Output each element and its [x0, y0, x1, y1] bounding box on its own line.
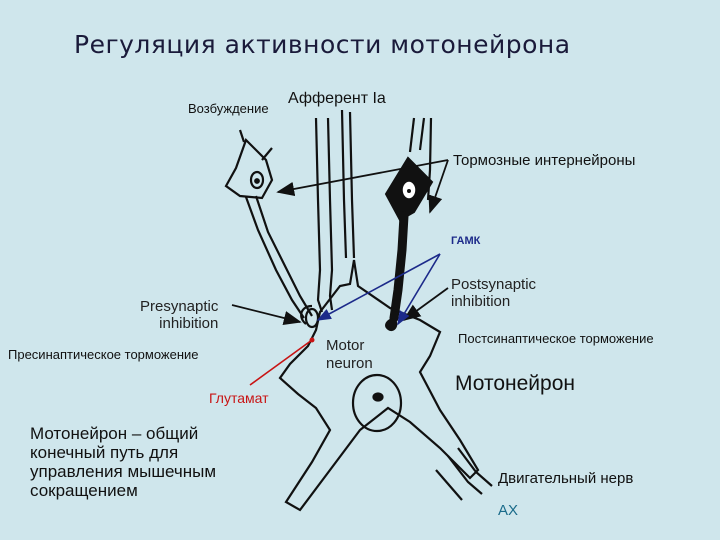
interneuron-input-fibers: [408, 117, 433, 201]
inhibitory-interneuron: [384, 156, 434, 332]
presynaptic-inhibition-ru-label: Пресинаптическое торможение: [8, 347, 199, 362]
motor-neuron-en-label: Motor neuron: [326, 337, 373, 372]
inhibitory-interneurons-label: Тормозные интернейроны: [453, 152, 636, 169]
common-path-text: Мотонейрон – общий конечный путь для упр…: [30, 424, 217, 500]
motor-neuron-soma: [278, 259, 493, 512]
motor-nerve-label: Двигательный нерв: [498, 470, 634, 487]
slide-title: Регуляция активности мотонейрона: [74, 30, 571, 59]
motoneuron-label: Мотонейрон: [455, 372, 575, 395]
glutamate-label: Глутамат: [209, 390, 269, 406]
presynaptic-inhibition-en-label: Presynaptic inhibition: [140, 298, 219, 332]
postsynaptic-inhibition-en-label: Postsynaptic inhibition: [451, 276, 537, 310]
afferent-ia-fiber: [314, 109, 356, 313]
ax-label: AX: [498, 502, 519, 519]
pointer-arrows: [231, 159, 449, 326]
afferent-label: Афферент Ia: [288, 90, 386, 107]
excitation-label: Возбуждение: [188, 101, 269, 116]
gaba-label: ГАМК: [451, 235, 481, 247]
gaba-arrows: [316, 253, 441, 326]
presynaptic-interneuron: [224, 129, 313, 319]
glutamate-marker: [249, 337, 315, 386]
postsynaptic-inhibition-ru-label: Постсинаптическое торможение: [458, 331, 654, 346]
